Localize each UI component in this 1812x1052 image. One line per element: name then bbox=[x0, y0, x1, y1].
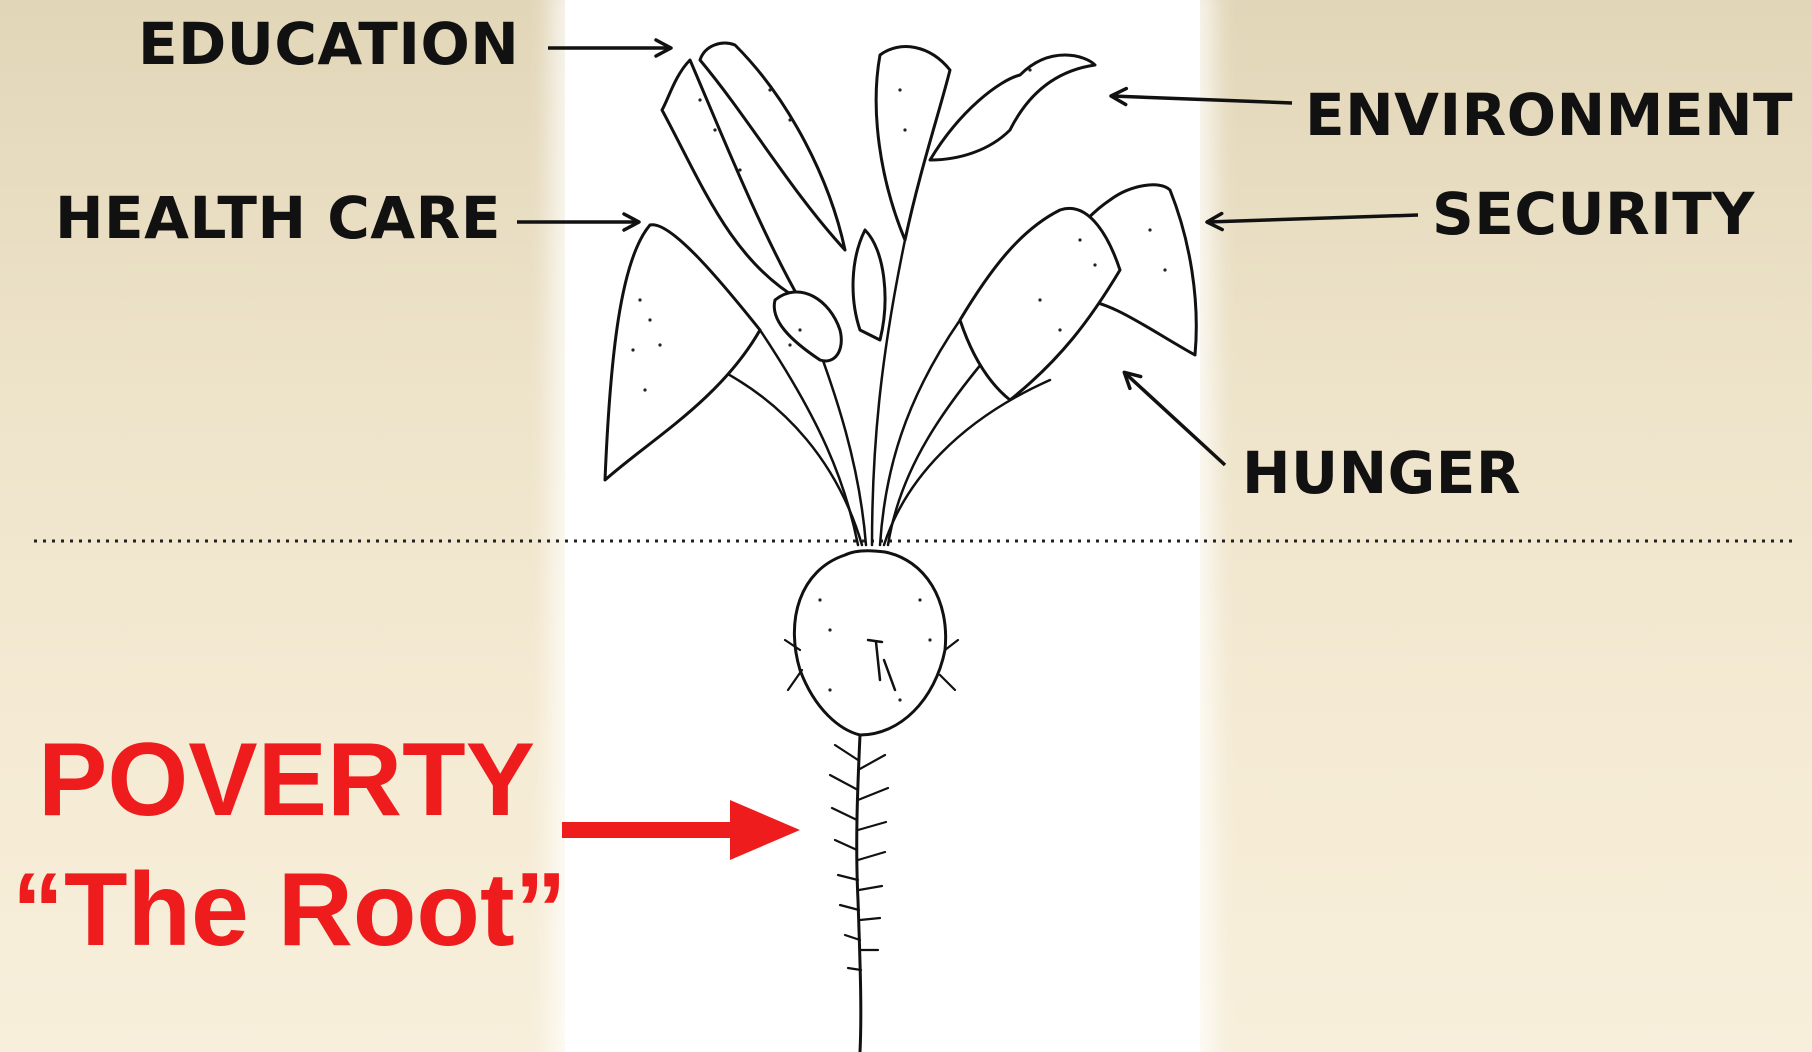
beet-bulb bbox=[794, 551, 945, 735]
leaf-lower-mid bbox=[774, 292, 841, 361]
root-subtitle: “The Root” bbox=[12, 858, 567, 962]
poverty-title: POVERTY bbox=[38, 728, 535, 832]
taproot bbox=[857, 735, 861, 1052]
security-arrow bbox=[1208, 215, 1418, 222]
environment-arrow bbox=[1112, 96, 1292, 103]
leaf-right-lower bbox=[960, 208, 1120, 400]
label-environment: ENVIRONMENT bbox=[1305, 86, 1793, 144]
beet-plant bbox=[605, 43, 1196, 1052]
leaf-inner bbox=[853, 230, 885, 340]
leaf-far-left bbox=[605, 225, 760, 480]
poverty-arrow bbox=[562, 800, 800, 860]
leaf-center bbox=[876, 47, 950, 240]
label-security: SECURITY bbox=[1432, 185, 1755, 243]
label-education: EDUCATION bbox=[138, 15, 519, 73]
hunger-arrow bbox=[1125, 373, 1225, 465]
label-hunger: HUNGER bbox=[1242, 444, 1521, 502]
leaf-top-right bbox=[930, 55, 1095, 160]
label-health-care: HEALTH CARE bbox=[55, 189, 501, 247]
